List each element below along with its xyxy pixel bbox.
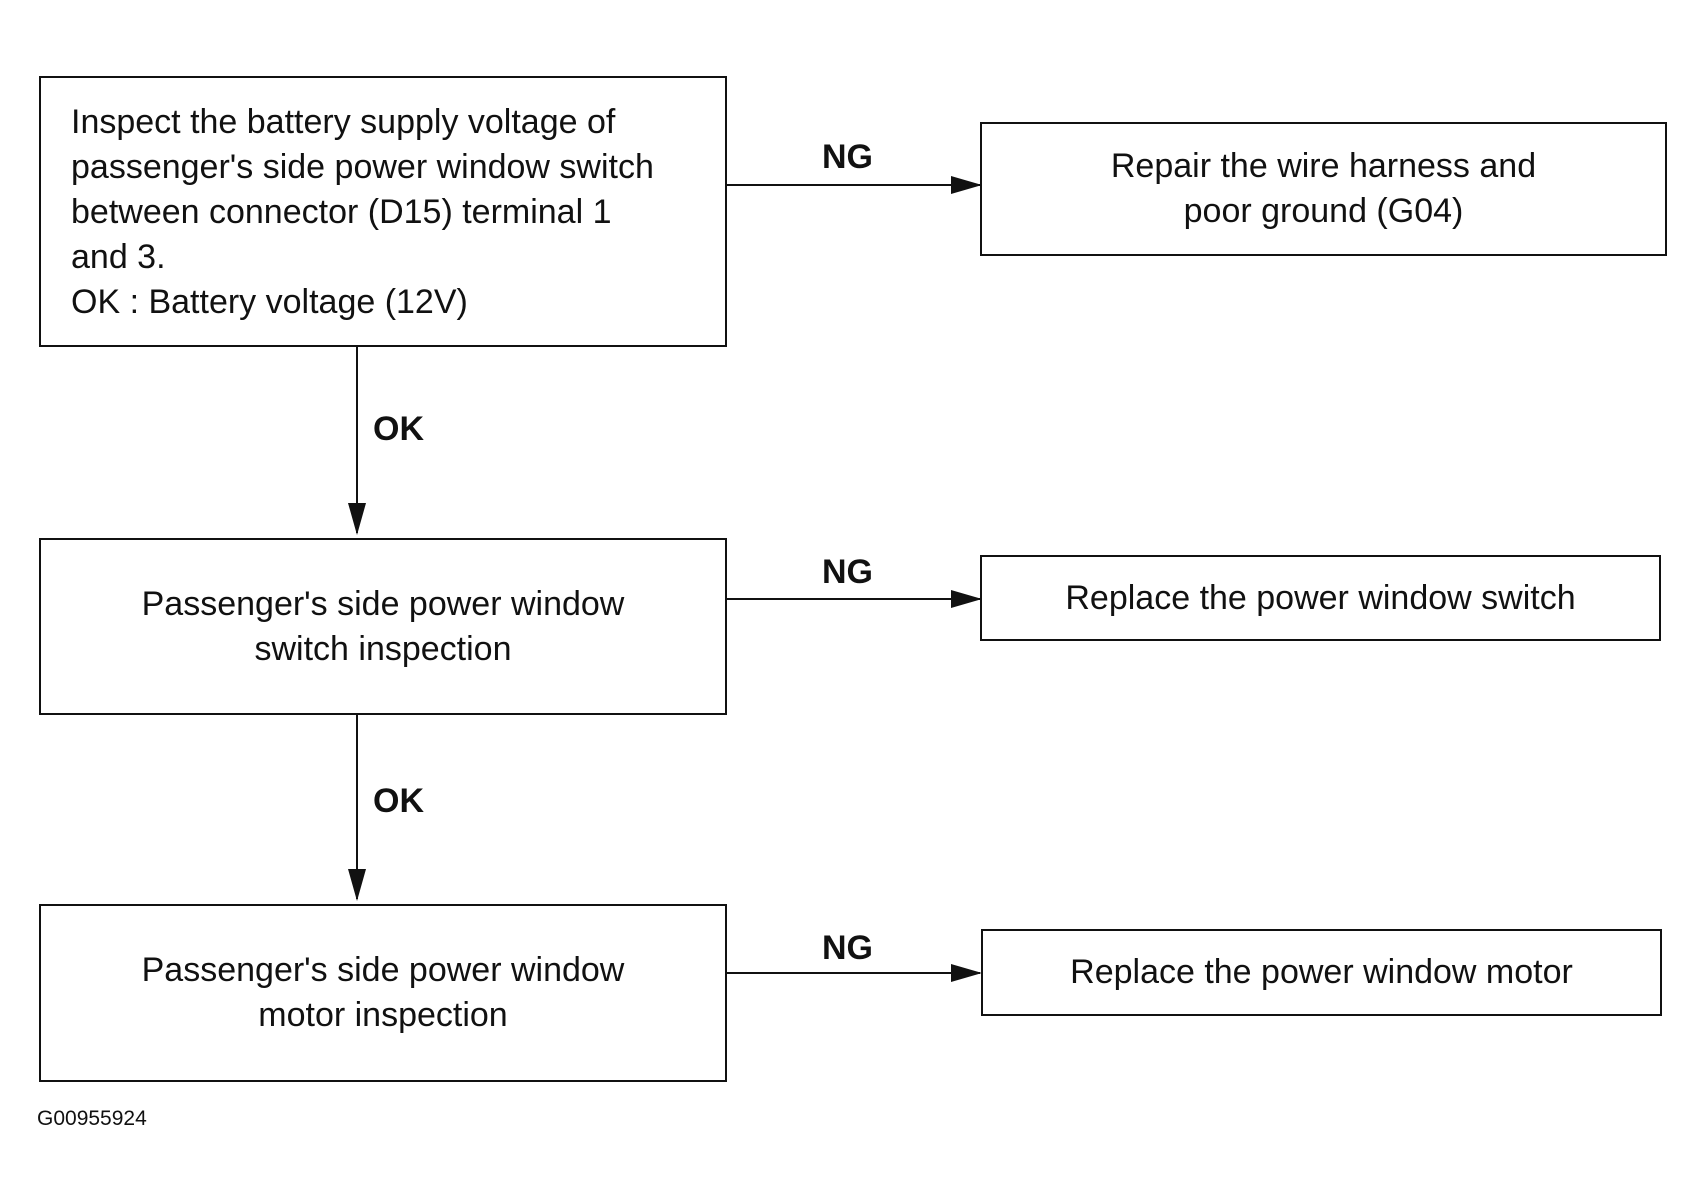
step2-text: Passenger's side power window switch ins… <box>142 582 625 672</box>
result1-line-1: Repair the wire harness and <box>1110 147 1537 185</box>
result1-box: Repair the wire harness and poor ground … <box>980 122 1667 256</box>
ng-arrowhead-1 <box>951 176 982 194</box>
result1-text: Repair the wire harness and poor ground … <box>1111 144 1536 234</box>
result2-box: Replace the power window switch <box>980 555 1661 641</box>
step1-line-5: OK : Battery voltage (12V) <box>71 283 468 321</box>
ok-label-2: OK <box>373 782 424 820</box>
ok-label-1: OK <box>373 410 424 448</box>
step1-line-2: passenger's side power window switch <box>71 148 654 186</box>
step1-line-1: Inspect the battery supply voltage of <box>71 103 616 141</box>
result2-line-1: Replace the power window switch <box>1065 578 1576 617</box>
result1-line-2: poor ground (G04) <box>1183 192 1464 230</box>
step3-text: Passenger's side power window motor insp… <box>142 948 625 1038</box>
result3-text: Replace the power window motor <box>1070 950 1573 995</box>
ng-label-1: NG <box>822 138 873 176</box>
result2-text: Replace the power window switch <box>1065 576 1575 621</box>
ng-label-3: NG <box>822 929 873 967</box>
step2-line-1: Passenger's side power window <box>141 584 625 623</box>
step3-line-1: Passenger's side power window <box>141 951 625 989</box>
step1-line-3: between connector (D15) terminal 1 <box>71 193 612 231</box>
step2-line-2: switch inspection <box>254 629 512 668</box>
ng-label-2: NG <box>822 553 873 591</box>
step3-box: Passenger's side power window motor insp… <box>39 904 727 1082</box>
ng-arrowhead-2 <box>951 590 982 608</box>
result3-line-1: Replace the power window motor <box>1070 953 1573 991</box>
step1-box: Inspect the battery supply voltage of pa… <box>39 76 727 347</box>
ng-arrowhead-3 <box>951 964 982 982</box>
ok-arrowhead-2 <box>348 869 366 901</box>
step2-box: Passenger's side power window switch ins… <box>39 538 727 715</box>
figure-code: G00955924 <box>37 1107 147 1130</box>
result3-box: Replace the power window motor <box>981 929 1662 1016</box>
ok-arrowhead-1 <box>348 503 366 535</box>
step3-line-2: motor inspection <box>258 996 508 1034</box>
step1-line-4: and 3. <box>71 238 166 276</box>
